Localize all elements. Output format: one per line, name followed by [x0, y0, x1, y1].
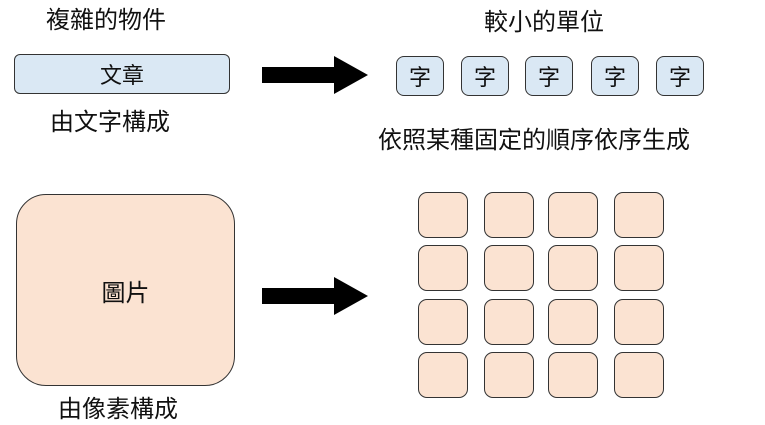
- pixel-cell: [484, 299, 534, 345]
- pixel-cell: [484, 245, 534, 291]
- right-arrow-icon: [262, 277, 368, 315]
- character-box: 字: [525, 56, 573, 96]
- character-label: 字: [408, 66, 431, 91]
- pixel-cell: [548, 192, 598, 238]
- character-label: 字: [603, 66, 626, 91]
- heading-smaller-unit: 較小的單位: [484, 8, 604, 36]
- pixel-cell: [548, 245, 598, 291]
- pixel-cell: [418, 299, 468, 345]
- pixel-cell: [614, 352, 664, 398]
- character-box: 字: [591, 56, 639, 96]
- heading-complex-object: 複雜的物件: [46, 6, 166, 34]
- caption-generation-order: 依照某種固定的順序依序生成: [378, 126, 690, 154]
- pixel-grid: [418, 192, 668, 398]
- character-label: 字: [537, 66, 560, 91]
- pixel-cell: [418, 352, 468, 398]
- pixel-cell: [484, 192, 534, 238]
- pixel-cell: [614, 192, 664, 238]
- article-label: 文章: [99, 64, 144, 89]
- character-box: 字: [656, 56, 704, 96]
- right-arrow-icon: [262, 56, 368, 94]
- character-label: 字: [473, 66, 496, 91]
- pixel-cell: [548, 299, 598, 345]
- caption-made-of-pixels: 由像素構成: [58, 395, 178, 423]
- pixel-cell: [614, 245, 664, 291]
- image-box: 圖片: [16, 194, 235, 386]
- pixel-cell: [548, 352, 598, 398]
- article-box: 文章: [14, 54, 230, 94]
- pixel-cell: [614, 299, 664, 345]
- character-box: 字: [461, 56, 509, 96]
- pixel-cell: [418, 245, 468, 291]
- character-label: 字: [668, 66, 691, 91]
- caption-made-of-characters: 由文字構成: [50, 108, 170, 136]
- pixel-cell: [418, 192, 468, 238]
- pixel-cell: [484, 352, 534, 398]
- character-box: 字: [396, 56, 444, 96]
- image-label: 圖片: [101, 278, 150, 307]
